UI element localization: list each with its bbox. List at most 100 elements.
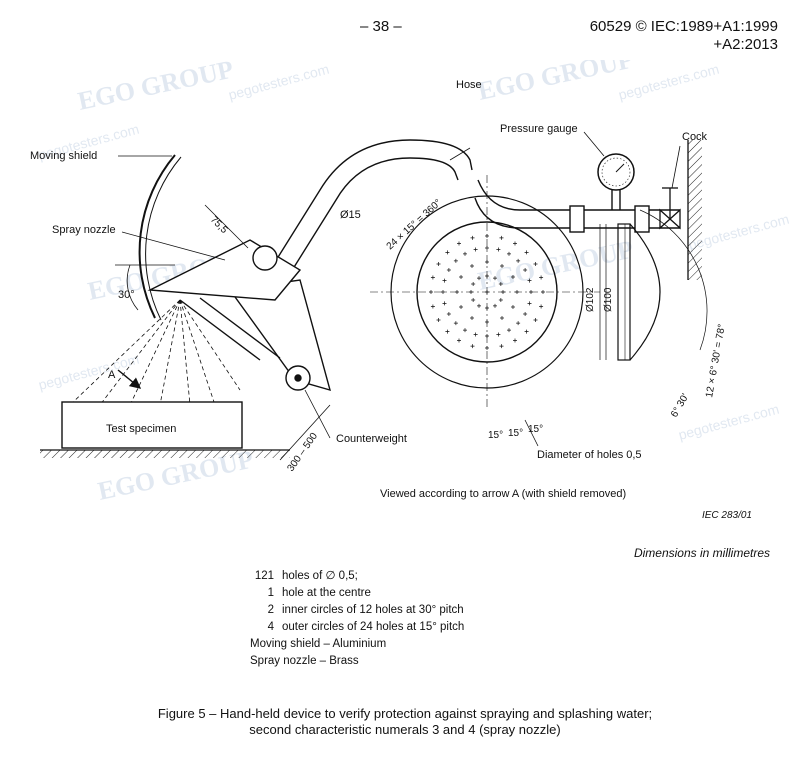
spray-hole bbox=[501, 290, 505, 294]
spray-hole bbox=[470, 315, 474, 320]
label-angle-total: 12 × 6° 30' = 78° bbox=[704, 323, 728, 398]
label-angle-30: 30° bbox=[118, 289, 135, 301]
spray-hole bbox=[442, 301, 447, 306]
spray-hole bbox=[470, 235, 475, 240]
label-dim-300-500: 300 – 500 bbox=[285, 431, 320, 474]
spray-hole bbox=[507, 328, 511, 333]
label-holes-angle: 24 × 15° = 360° bbox=[385, 197, 444, 252]
watermark-site: pegotesters.com bbox=[687, 211, 791, 253]
spray-lines bbox=[69, 299, 241, 406]
spray-hole bbox=[523, 312, 528, 316]
leader-lines bbox=[118, 131, 681, 447]
spray-hole bbox=[441, 290, 445, 294]
spray-hole bbox=[527, 278, 532, 283]
spray-hole bbox=[471, 298, 476, 302]
spray-hole bbox=[477, 276, 481, 281]
spray-hole bbox=[539, 304, 544, 309]
label-test-specimen: Test specimen bbox=[106, 423, 176, 435]
spray-hole bbox=[533, 318, 538, 322]
spray-hole bbox=[445, 329, 450, 334]
label-viewed-arrow-a: Viewed according to arrow A (with shield… bbox=[380, 488, 626, 500]
standard-reference-line1: 60529 © IEC:1989+A1:1999 bbox=[589, 18, 778, 35]
moving-shield-arc bbox=[138, 154, 176, 319]
spray-hole bbox=[442, 278, 447, 283]
spray-hole bbox=[498, 298, 503, 302]
spray-hole bbox=[459, 275, 464, 279]
note-row: Spray nozzle – Brass bbox=[250, 655, 359, 667]
label-moving-shield: Moving shield bbox=[30, 150, 97, 162]
label-diameter-holes: Diameter of holes 0,5 bbox=[537, 449, 642, 461]
spray-hole bbox=[463, 251, 467, 256]
label-pitch-15: 15° bbox=[508, 428, 523, 439]
spray-hole bbox=[485, 306, 489, 310]
spray-hole bbox=[470, 264, 474, 269]
spray-hole bbox=[496, 247, 501, 252]
caption-line1: Figure 5 – Hand-held device to verify pr… bbox=[157, 706, 653, 721]
spray-hole bbox=[529, 290, 533, 294]
spray-hole bbox=[513, 338, 517, 343]
nozzle-assembly bbox=[147, 239, 332, 392]
spray-hole bbox=[507, 251, 511, 256]
nozzle-side-view bbox=[599, 209, 708, 361]
figure-caption: Figure 5 – Hand-held device to verify pr… bbox=[0, 706, 810, 738]
caption-line2: second characteristic numerals 3 and 4 (… bbox=[249, 722, 561, 737]
label-dim-d102: Ø102 bbox=[585, 287, 596, 312]
nozzle-face-view bbox=[370, 175, 600, 410]
label-cock: Cock bbox=[682, 131, 708, 143]
spray-hole bbox=[457, 338, 461, 343]
spray-hole bbox=[457, 241, 461, 246]
spray-hole bbox=[499, 344, 504, 349]
spray-hole bbox=[445, 250, 450, 255]
spray-hole bbox=[510, 275, 515, 279]
note-row: Moving shield – Aluminium bbox=[250, 638, 387, 650]
spray-hole bbox=[436, 318, 441, 322]
spray-hole bbox=[523, 268, 528, 272]
label-dim-75-5: 75,5 bbox=[208, 214, 230, 236]
spray-hole bbox=[527, 301, 532, 306]
technical-drawing: EGO GROUP EGO GROUP EGO GROUP EGO GROUP … bbox=[30, 60, 791, 506]
spray-hole bbox=[485, 334, 489, 338]
label-pitch-15: 15° bbox=[488, 430, 503, 441]
spray-hole bbox=[430, 275, 435, 280]
spray-hole bbox=[485, 274, 489, 278]
dimensions-note: Dimensions in millimetres bbox=[633, 546, 770, 560]
iec-figure-reference: IEC 283/01 bbox=[701, 510, 752, 521]
spray-hole bbox=[485, 346, 489, 350]
spray-hole bbox=[485, 234, 489, 238]
spray-hole bbox=[429, 290, 433, 294]
spray-hole bbox=[473, 247, 478, 252]
label-spray-nozzle: Spray nozzle bbox=[52, 224, 116, 236]
watermark-site: pegotesters.com bbox=[37, 351, 141, 393]
spray-hole bbox=[515, 290, 519, 294]
label-hose: Hose bbox=[456, 79, 482, 91]
spray-hole bbox=[539, 275, 544, 280]
label-pitch-15: 15° bbox=[528, 424, 543, 435]
watermark-site: pegotesters.com bbox=[677, 401, 781, 443]
spray-hole bbox=[513, 241, 517, 246]
spray-hole bbox=[541, 290, 545, 294]
spray-hole bbox=[463, 328, 467, 333]
spray-hole bbox=[459, 305, 464, 309]
spray-hole bbox=[516, 321, 521, 326]
spray-hole bbox=[436, 262, 441, 266]
spray-hole bbox=[500, 264, 504, 269]
spray-hole bbox=[477, 303, 481, 308]
spray-hole bbox=[485, 260, 489, 264]
spray-hole bbox=[430, 304, 435, 309]
spray-hole bbox=[524, 329, 529, 334]
spray-hole bbox=[473, 332, 478, 337]
spray-hole bbox=[493, 303, 497, 308]
spray-hole bbox=[469, 290, 473, 294]
standard-reference-line2: +A2:2013 bbox=[713, 36, 778, 53]
spray-hole bbox=[516, 258, 521, 263]
spray-hole bbox=[485, 320, 489, 324]
label-pressure-gauge: Pressure gauge bbox=[500, 123, 578, 135]
spray-hole bbox=[446, 268, 451, 272]
spray-hole bbox=[453, 321, 458, 326]
standard-reference: 60529 © IEC:1989+A1:1999 +A2:2013 bbox=[590, 18, 778, 54]
